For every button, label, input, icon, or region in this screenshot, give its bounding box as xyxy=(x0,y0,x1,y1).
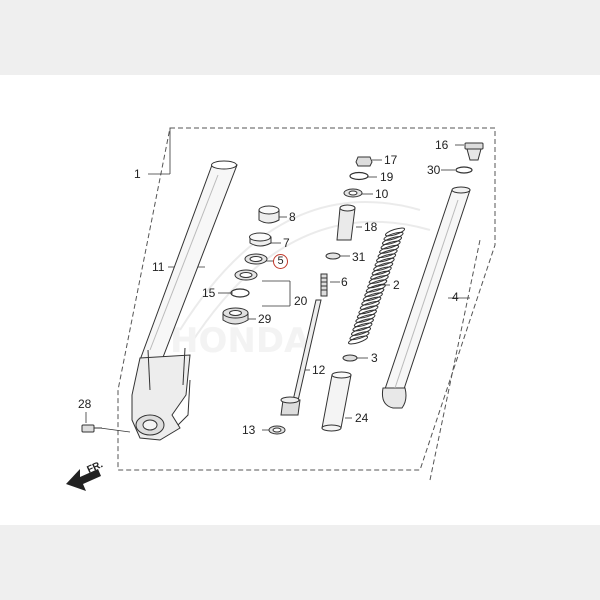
parts-diagram-canvas: HONDA xyxy=(0,75,600,525)
callout-7: 7 xyxy=(283,236,290,250)
callout-15: 15 xyxy=(202,286,216,300)
svg-text:HONDA: HONDA xyxy=(170,321,311,361)
callout-12: 12 xyxy=(312,363,326,377)
spring-coil xyxy=(370,270,391,280)
front-direction-arrow xyxy=(66,469,101,491)
ring-31 xyxy=(325,252,341,260)
callout-4: 4 xyxy=(452,290,459,304)
spring-coil xyxy=(377,249,398,259)
callout-8: 8 xyxy=(289,210,296,224)
bolt-28 xyxy=(81,424,102,433)
spring-coil xyxy=(374,257,395,267)
spring-coil xyxy=(373,262,394,272)
callout-3: 3 xyxy=(371,351,378,365)
washer-10 xyxy=(343,188,363,198)
callout-13: 13 xyxy=(242,423,256,437)
callout-2: 2 xyxy=(393,278,400,292)
spring-coil xyxy=(364,288,385,297)
spring-coil xyxy=(380,240,401,250)
callout-30: 30 xyxy=(427,163,441,177)
spring-coil xyxy=(365,283,386,293)
callout-28: 28 xyxy=(78,397,92,411)
clip-15 xyxy=(230,288,250,298)
spacer-18 xyxy=(336,204,356,241)
rod-end-6 xyxy=(320,273,328,297)
inner-fork-tube-4 xyxy=(382,186,471,409)
callout-5: 5 xyxy=(273,254,288,269)
spring-coil xyxy=(359,300,380,310)
washer-13 xyxy=(268,425,286,435)
callout-29: 29 xyxy=(258,312,272,326)
damper-rod-12 xyxy=(280,299,322,416)
nut-17 xyxy=(355,156,373,167)
spring-coil xyxy=(384,227,406,237)
axle-holder xyxy=(131,347,191,441)
callout-18: 18 xyxy=(364,220,378,234)
spring-coil xyxy=(376,253,397,263)
parts-diagram: HONDA xyxy=(66,127,496,491)
callout-17: 17 xyxy=(384,153,398,167)
assembly-boundary xyxy=(117,127,496,471)
spring-coil xyxy=(383,231,404,241)
oil-seal-29 xyxy=(222,307,249,325)
spring-coil xyxy=(349,331,370,341)
spring-coil xyxy=(362,292,383,302)
washer-5 xyxy=(244,253,268,265)
spring-coil xyxy=(356,309,377,319)
callout-11: 11 xyxy=(152,260,165,274)
spring-coil xyxy=(353,318,374,328)
spring-coil xyxy=(358,305,379,315)
assembly-boundary-edge xyxy=(429,239,481,481)
clip-3 xyxy=(342,354,358,362)
honda-watermark: HONDA xyxy=(170,201,431,361)
callout-1: 1 xyxy=(134,167,141,181)
spring-coil xyxy=(355,313,376,323)
callout-16: 16 xyxy=(435,138,449,152)
callout-6: 6 xyxy=(341,275,348,289)
tube-24 xyxy=(321,371,352,432)
seal-group-20 xyxy=(234,269,258,281)
spring-coil xyxy=(371,266,392,276)
o-ring-30 xyxy=(455,166,473,174)
callout-31: 31 xyxy=(352,250,366,264)
callout-19: 19 xyxy=(380,170,394,184)
spring-coil xyxy=(367,279,388,289)
spring-coil xyxy=(381,236,403,246)
spring-coil xyxy=(361,296,382,306)
spring-2 xyxy=(347,227,406,345)
spring-coil xyxy=(347,335,369,345)
spring-coil xyxy=(379,244,400,254)
fork-cap-16 xyxy=(464,142,484,161)
spring-coil xyxy=(368,275,389,284)
bushing-7 xyxy=(249,232,272,247)
callout-20: 20 xyxy=(294,294,308,308)
callout-24: 24 xyxy=(355,411,369,425)
collar-8 xyxy=(258,205,280,224)
callout-10: 10 xyxy=(375,187,389,201)
spring-coil xyxy=(352,322,373,332)
spring-coil xyxy=(350,326,372,336)
ring-19 xyxy=(349,171,369,181)
